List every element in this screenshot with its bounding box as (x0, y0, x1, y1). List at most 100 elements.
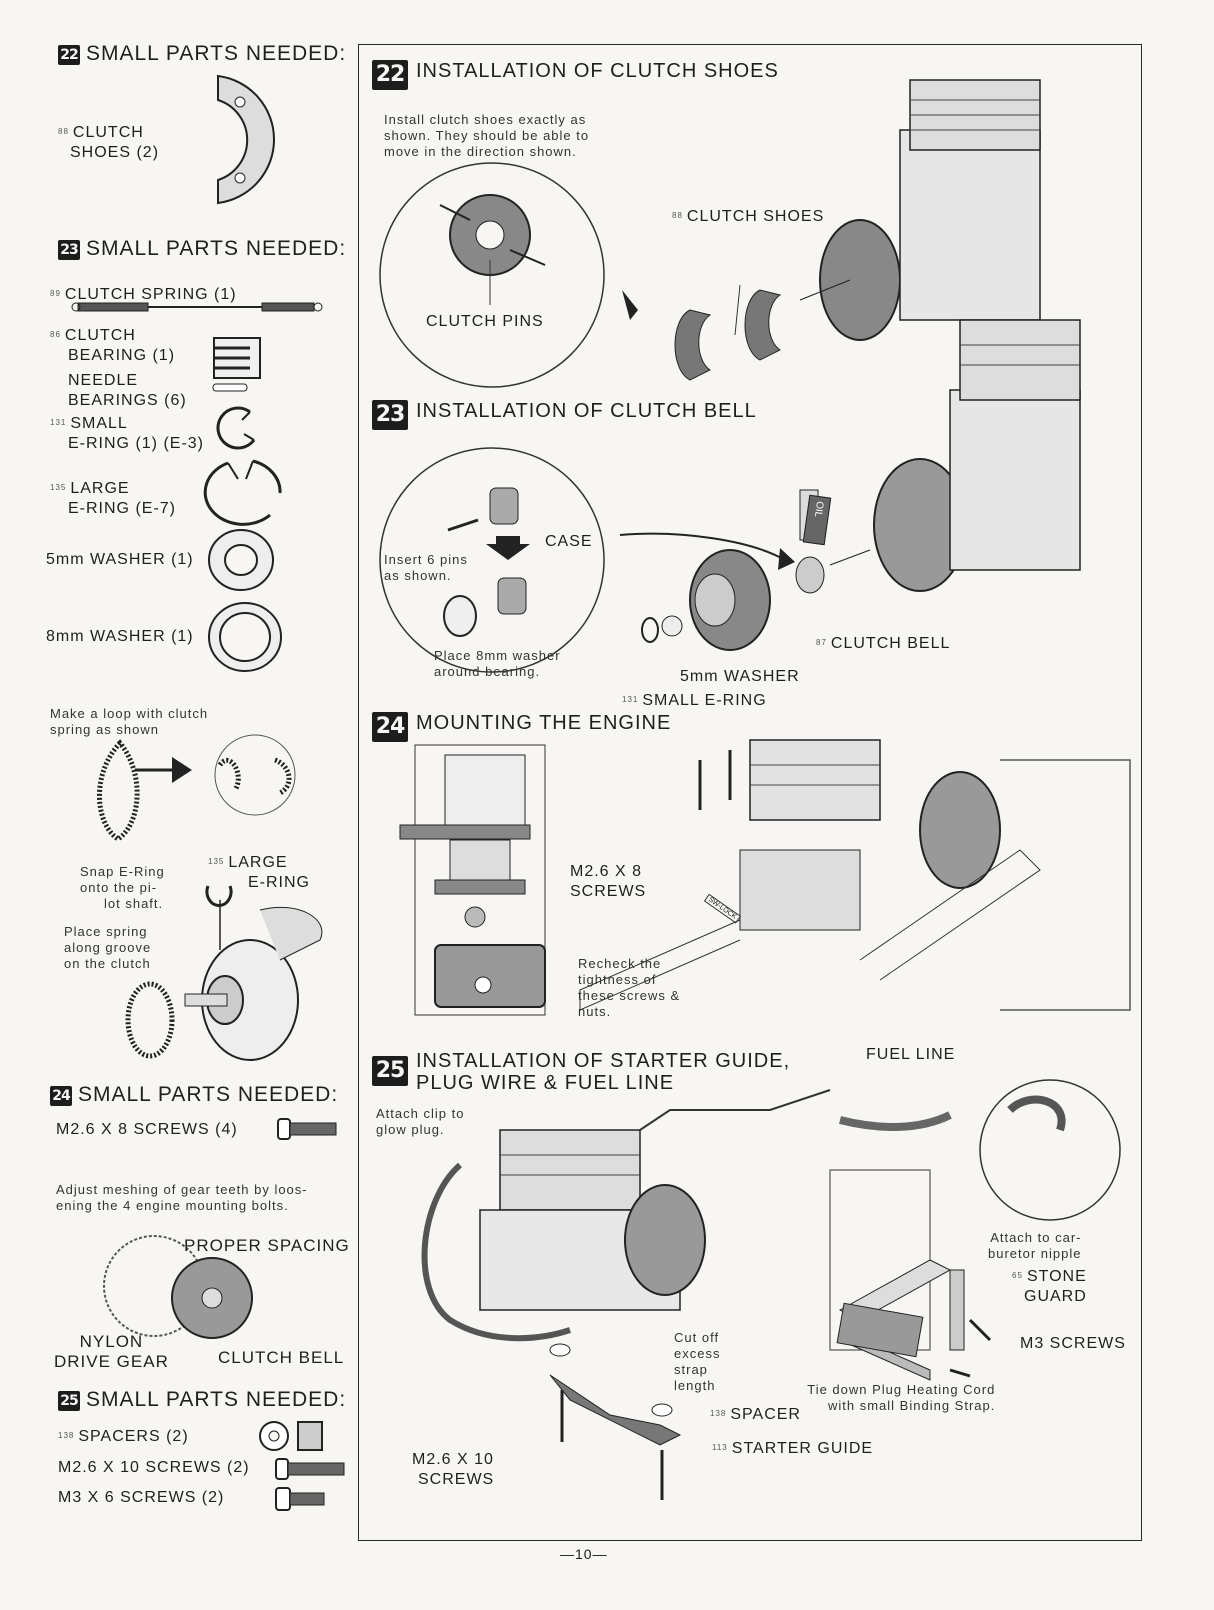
label-line: SPACER (730, 1406, 801, 1423)
part-ref-number: 113 (712, 1443, 728, 1452)
part-ref-number: 138 (58, 1431, 75, 1440)
m3x6-screws-label: M3 X 6 SCREWS (2) (58, 1489, 225, 1506)
note-line: along groove (64, 940, 152, 955)
part-ref-number: 135 (208, 857, 225, 866)
nylon-drive-gear-label: NYLON DRIVE GEAR (54, 1332, 169, 1372)
note-line: onto the pi- (80, 880, 158, 895)
case-label: CASE (545, 533, 593, 550)
note-line: Make a loop with clutch (50, 706, 209, 721)
step-badge: 22 (372, 60, 408, 90)
label-line: E-RING (E-7) (68, 500, 176, 517)
label-line: SPACERS (2) (78, 1428, 189, 1445)
note-line: shown. They should be able to (384, 128, 590, 143)
label-line: NEEDLE (68, 372, 139, 389)
engine-mount-front-view (399, 744, 546, 1016)
label-line: STONE (1026, 1268, 1087, 1285)
note-line: Adjust meshing of gear teeth by loos- (56, 1182, 308, 1197)
part-ref-number: 65 (1012, 1271, 1023, 1280)
clutch-bell-detail-circle (379, 447, 605, 673)
note-line: Install clutch shoes exactly as (384, 112, 587, 127)
note-line: with small Binding Strap. (828, 1398, 996, 1413)
label-line: E-RING (1) (E-3) (68, 435, 204, 452)
small-parts-title: SMALL PARTS NEEDED: (86, 42, 347, 65)
clutch-bell-gear-label: CLUTCH BELL (218, 1348, 345, 1367)
label-line: BEARINGS (6) (68, 392, 187, 409)
clutch-bell-engine-drawing (619, 319, 1081, 651)
page-number: —10— (560, 1546, 608, 1562)
note-line: Place spring (64, 924, 148, 939)
label-line: CLUTCH SPRING (1) (64, 286, 237, 303)
adjust-meshing-note: Adjust meshing of gear teeth by loos- en… (56, 1182, 308, 1214)
loop-note: Make a loop with clutch spring as shown (50, 706, 208, 738)
small-parts-title: SMALL PARTS NEEDED: (86, 1388, 347, 1411)
note-line: glow plug. (376, 1122, 445, 1137)
section-title-line: INSTALLATION OF STARTER GUIDE, (416, 1050, 791, 1072)
step-badge: 24 (372, 712, 408, 742)
note-line: around bearing. (434, 664, 541, 679)
note-line: move in the direction shown. (384, 144, 577, 159)
label-line: SCREWS (418, 1471, 495, 1488)
label-line: LARGE (228, 854, 288, 871)
m3x6-screw-drawing (275, 1487, 325, 1511)
spacer-drawing (259, 1421, 323, 1451)
note-line: buretor nipple (988, 1246, 1082, 1261)
label-line: NYLON (79, 1332, 144, 1351)
note-line: ening the 4 engine mounting bolts. (56, 1198, 289, 1213)
label-line: STARTER GUIDE (731, 1440, 874, 1457)
clutch-assembly-drawing (125, 885, 323, 1061)
label-line: SCREWS (570, 883, 647, 900)
clutch-spring-drawing (71, 302, 323, 312)
recheck-note: Recheck the tightness of these screws & … (578, 956, 680, 1020)
note-line: Attach to car- (990, 1230, 1082, 1245)
note-line: spring as shown (50, 722, 159, 737)
label-line: E-RING (248, 874, 310, 891)
label-line: SMALL E-RING (642, 692, 767, 709)
part-ref-number: 89 (50, 289, 61, 298)
m3-screws-callout: M3 SCREWS (1020, 1335, 1126, 1352)
note-line: Insert 6 pins (384, 552, 468, 567)
part-ref-number: 86 (50, 330, 61, 339)
m26x10-screws-callout: M2.6 X 10 SCREWS (412, 1450, 494, 1490)
step-badge: 25 (372, 1056, 408, 1086)
note-line: Tie down Plug Heating Cord (807, 1382, 996, 1397)
note-line: length (674, 1378, 716, 1393)
attach-clip-note: Attach clip to glow plug. (376, 1106, 464, 1138)
place-washer-note: Place 8mm washer around bearing. (434, 648, 561, 680)
washer-5mm-drawing (208, 529, 274, 591)
part-ref-number: 87 (816, 638, 827, 647)
proper-spacing-label: PROPER SPACING (184, 1236, 350, 1255)
m26x8-screws-callout: M2.6 X 8 SCREWS (570, 862, 646, 902)
note-line: as shown. (384, 568, 452, 583)
label-line: SMALL (70, 415, 128, 432)
m26x8-screws-label: M2.6 X 8 SCREWS (4) (56, 1121, 238, 1138)
label-line: DRIVE GEAR (54, 1352, 169, 1371)
note-line: lot shaft. (104, 896, 164, 911)
part-ref-number: 131 (50, 418, 67, 427)
label-line: M2.6 X 8 (570, 863, 643, 880)
m26x8-screw-drawing (277, 1118, 337, 1140)
label-line: GUARD (1024, 1288, 1087, 1305)
note-line: Place 8mm washer (434, 648, 561, 663)
small-parts-title: SMALL PARTS NEEDED: (86, 237, 347, 260)
clutch-shoes-engine-drawing (622, 79, 1041, 381)
note-line: strap (674, 1362, 708, 1377)
label-line: SHOES (2) (70, 144, 160, 161)
small-ering-drawing (216, 406, 256, 450)
label-line: BEARING (1) (68, 347, 176, 364)
